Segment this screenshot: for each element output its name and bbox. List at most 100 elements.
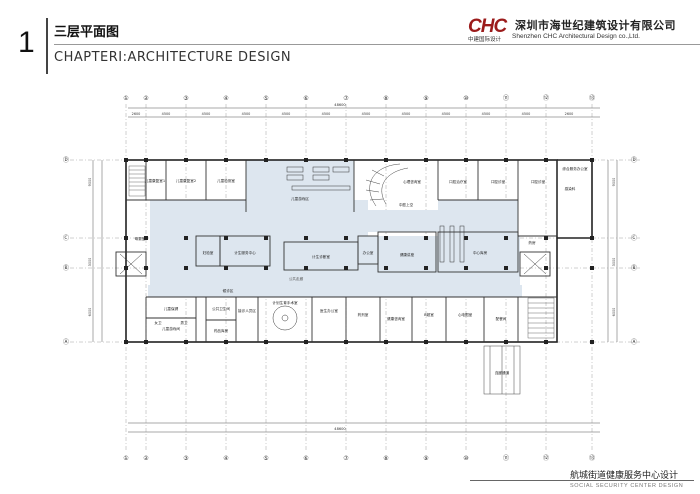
column-square	[424, 340, 428, 344]
footer-rule	[470, 480, 694, 481]
column-square	[384, 158, 388, 162]
column-square	[304, 340, 308, 344]
span-dimension: 4500	[202, 112, 211, 116]
room-label: 儿童康复室1	[145, 178, 165, 183]
room-label: 候诊区	[223, 288, 234, 293]
row-axis-label: Ⓑ	[631, 264, 637, 272]
room-label: 妇检室	[203, 250, 214, 255]
column-axis-label: ⑧	[383, 455, 388, 462]
room-label: 口腔诊室	[491, 179, 506, 184]
column-square	[504, 236, 508, 240]
room-label: 中心库房	[473, 250, 488, 255]
room-label: 心电图室	[458, 312, 473, 317]
column-square	[124, 266, 128, 270]
room-label: 女卫	[154, 320, 162, 325]
column-square	[144, 340, 148, 344]
atrium-spiral-stair	[365, 163, 409, 207]
left-dim-1: 9000	[88, 178, 92, 187]
span-dimension: 4500	[242, 112, 251, 116]
column-square	[144, 266, 148, 270]
room-label: 儿童游戏间	[162, 326, 180, 331]
column-square	[504, 340, 508, 344]
room-label: 药房	[528, 240, 536, 245]
page-title-en: CHAPTERⅠ:ARCHITECTURE DESIGN	[54, 50, 292, 65]
span-dimension: 4500	[362, 112, 371, 116]
row-axis-label: Ⓓ	[631, 156, 637, 164]
column-axis-label: ②	[143, 95, 149, 102]
overall-dimension-top: 48600	[334, 103, 346, 107]
column-square	[424, 236, 428, 240]
corridor-label: 公共走廊	[289, 276, 304, 281]
column-square	[264, 266, 268, 270]
column-axis-label: ⑨	[423, 455, 428, 462]
circulation-area	[148, 160, 522, 297]
column-axis-label: ③	[183, 455, 188, 462]
column-square	[424, 266, 428, 270]
room-label: 药剂室	[358, 312, 369, 317]
company-name-en: Shenzhen CHC Architectural Design co.,Lt…	[512, 33, 640, 40]
column-square	[184, 158, 188, 162]
right-dim-1: 9000	[612, 178, 616, 187]
footer-title-en: SOCIAL SECURITY CENTER DESIGN	[570, 483, 684, 489]
column-square	[224, 236, 228, 240]
room-label: 药品库房	[214, 328, 229, 333]
column-axis-label: ⑪	[503, 454, 509, 462]
room-label: 儿童保健	[164, 306, 179, 311]
row-axis-label: Ⓑ	[63, 264, 69, 272]
column-square	[464, 266, 468, 270]
logo-mark: CHC	[468, 16, 507, 37]
room-label: 配餐间	[496, 316, 507, 321]
column-square	[184, 340, 188, 344]
right-dim-2: 3000	[612, 258, 616, 267]
span-dimension: 4500	[442, 112, 451, 116]
column-axis-label: ②	[143, 455, 149, 462]
header-rule	[54, 44, 700, 45]
room-label: 综合服务办公室	[562, 166, 588, 171]
row-axis-label: Ⓐ	[63, 338, 69, 346]
column-square	[544, 236, 548, 240]
logo-subtext: 中建国际设计	[468, 37, 502, 43]
column-square	[304, 158, 308, 162]
room-label: 心理咨询室	[403, 179, 421, 184]
column-square	[124, 236, 128, 240]
column-axis-label: ⑬	[589, 454, 595, 462]
column-axis-label: ⑦	[343, 455, 349, 462]
column-axis-label: ④	[223, 455, 228, 462]
column-square	[590, 266, 594, 270]
row-axis-label: Ⓒ	[63, 234, 69, 242]
column-square	[144, 158, 148, 162]
title-divider	[46, 18, 48, 74]
room-label: 感染科	[565, 186, 576, 191]
column-axis-label: ⑥	[303, 95, 308, 102]
column-square	[384, 266, 388, 270]
stair-southeast	[527, 297, 555, 339]
span-dimension: 4500	[282, 112, 291, 116]
waiting-seats	[286, 166, 465, 263]
column-square	[264, 340, 268, 344]
column-square	[590, 158, 594, 162]
column-axis-label: ⑤	[263, 95, 268, 102]
column-axis-label: ⑬	[589, 94, 595, 102]
span-dimension: 4500	[162, 112, 171, 116]
room-label: 中庭上空	[399, 202, 414, 207]
room-label: 口腔治疗室	[449, 179, 467, 184]
span-dimension: 4500	[402, 112, 411, 116]
span-dimension: 2600	[565, 112, 574, 116]
column-square	[464, 236, 468, 240]
column-square	[544, 266, 548, 270]
room-label: 接诊人员区	[238, 308, 256, 313]
elevator-shafts	[119, 253, 547, 275]
column-square	[590, 236, 594, 240]
span-dimension: 2600	[132, 112, 141, 116]
footer-title-cn: 航城街道健康服务中心设计	[570, 471, 679, 481]
column-axis-label: ③	[183, 95, 188, 102]
room-label: B超室	[424, 312, 434, 317]
column-square	[264, 236, 268, 240]
column-axis-label: ⑦	[343, 95, 349, 102]
structural-columns	[124, 158, 594, 344]
column-axis-label: ⑪	[503, 94, 509, 102]
